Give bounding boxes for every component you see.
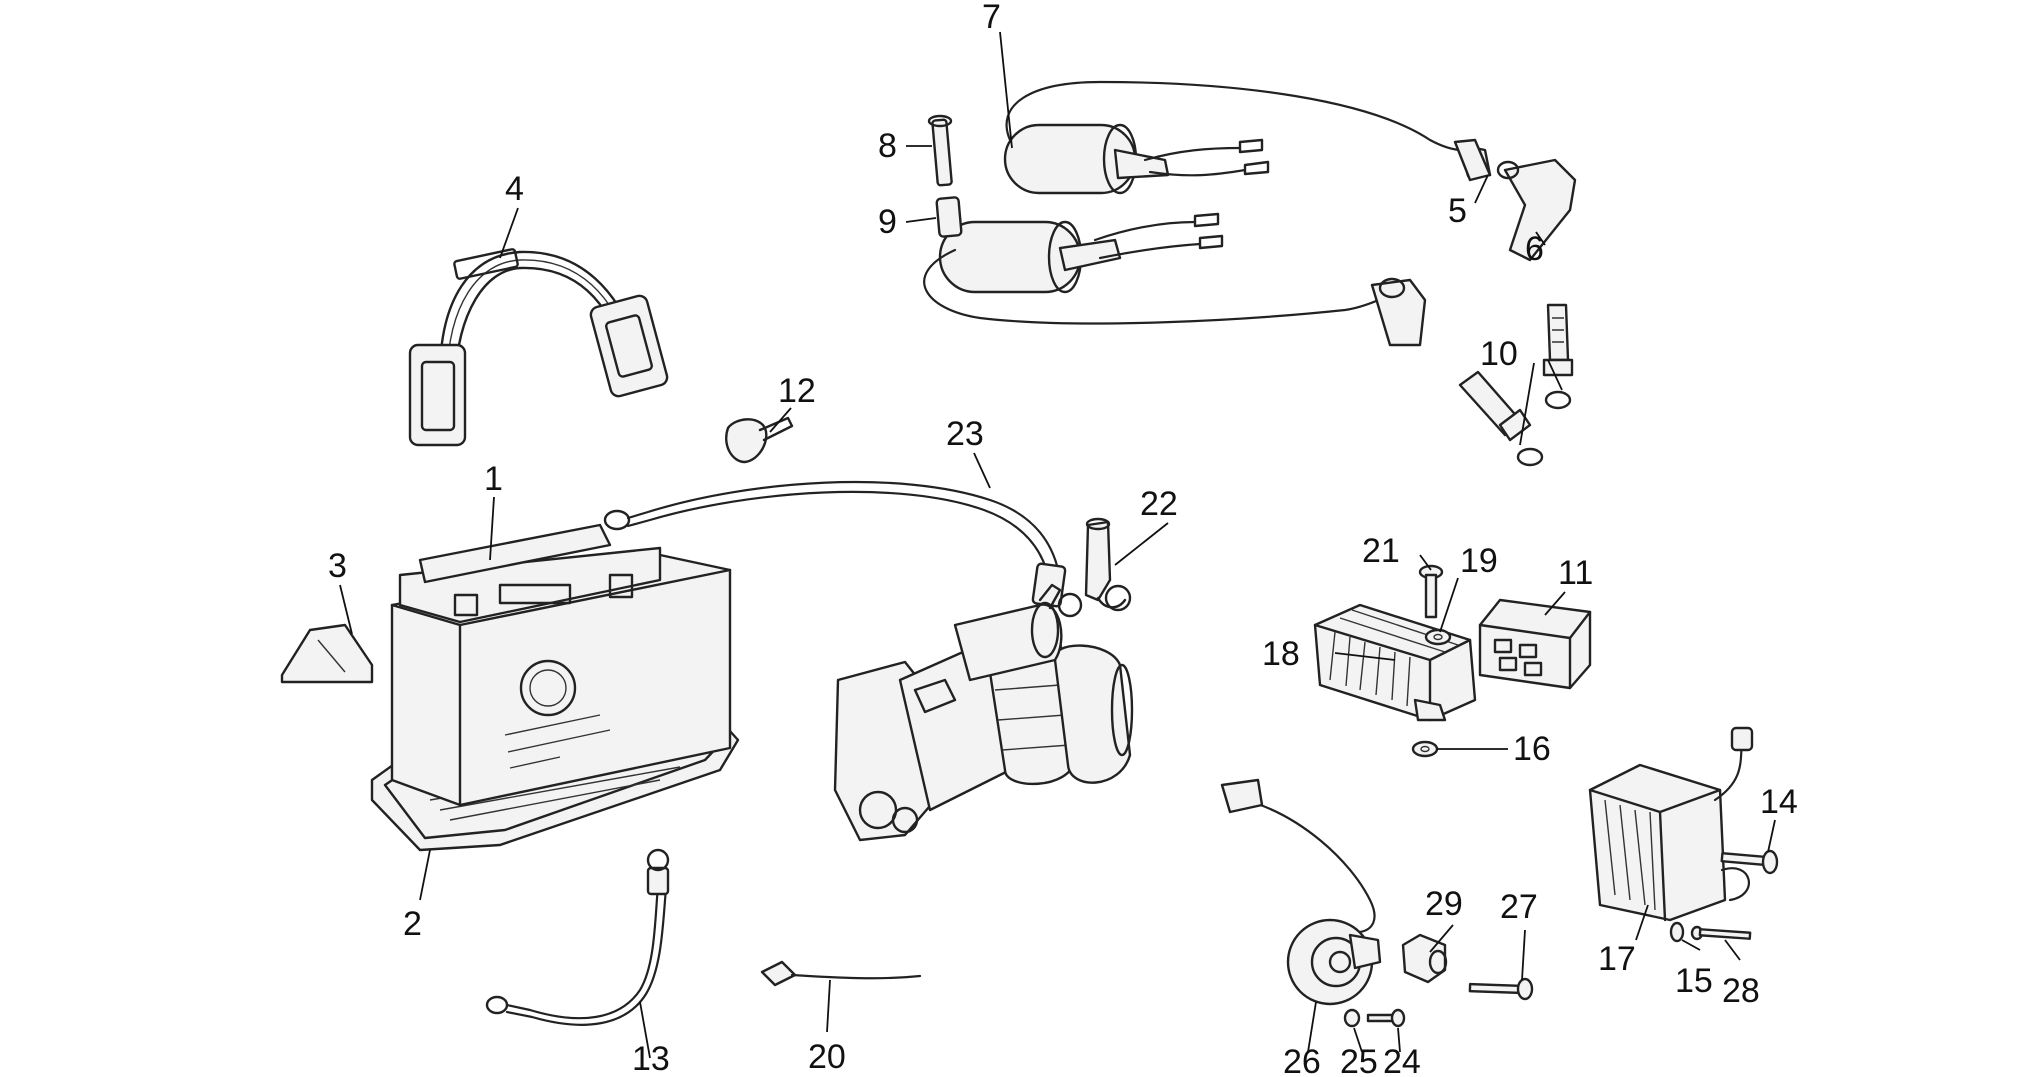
- spark-plug-caps: [1370, 138, 1577, 347]
- pickup-sensor: [1220, 778, 1382, 1006]
- callout-3: 3: [328, 547, 347, 585]
- mounting-pin: [927, 114, 953, 187]
- callout-17: 17: [1598, 940, 1636, 978]
- ground-cable: [485, 848, 670, 1026]
- regulator-screw: [1418, 564, 1444, 619]
- cable-clip: [725, 416, 794, 464]
- battery: [390, 523, 732, 807]
- leader-lines: [339, 31, 1776, 1059]
- callout-15: 15: [1675, 962, 1713, 1000]
- bolt-14: [1720, 849, 1779, 875]
- voltage-regulator: [1313, 603, 1477, 722]
- alternator-unit: [1588, 726, 1754, 922]
- callout-13: 13: [632, 1040, 670, 1077]
- callout-numbers: 7 8 9 4 5 6 10 12 23 22 1 3 21 19 11 18 …: [328, 0, 1798, 1077]
- callout-4: 4: [505, 170, 524, 208]
- callout-23: 23: [946, 415, 984, 453]
- callout-27: 27: [1500, 888, 1538, 926]
- cable-boot: [1084, 517, 1132, 612]
- callout-25: 25: [1340, 1043, 1378, 1077]
- callout-20: 20: [808, 1038, 846, 1076]
- screw-27: [1468, 977, 1534, 1001]
- callout-5: 5: [1448, 192, 1467, 230]
- callout-9: 9: [878, 203, 897, 241]
- callout-8: 8: [878, 127, 897, 165]
- cable-tie: [760, 960, 922, 987]
- screw-28: [1690, 925, 1752, 941]
- callout-2: 2: [403, 905, 422, 943]
- terminal-cover: [280, 623, 374, 684]
- callout-14: 14: [1760, 783, 1798, 821]
- callout-12: 12: [778, 372, 816, 410]
- callout-18: 18: [1262, 635, 1300, 673]
- spacer-bush: [935, 196, 963, 238]
- washer-15: [1669, 921, 1685, 943]
- regulator-washer-upper: [1424, 628, 1452, 646]
- callout-28: 28: [1722, 972, 1760, 1010]
- washer-25: [1343, 1008, 1361, 1028]
- callout-10: 10: [1480, 335, 1518, 373]
- connector-block: [1478, 598, 1592, 690]
- callout-26: 26: [1283, 1043, 1321, 1077]
- callout-11: 11: [1558, 554, 1593, 592]
- callout-1: 1: [484, 460, 503, 498]
- battery-strap: [408, 248, 669, 447]
- callout-21: 21: [1362, 532, 1400, 570]
- callout-6: 6: [1525, 230, 1544, 268]
- callout-24: 24: [1383, 1043, 1421, 1077]
- ignition-coils: [923, 80, 1492, 325]
- callout-22: 22: [1140, 485, 1178, 523]
- regulator-washer-lower: [1411, 740, 1439, 758]
- callout-16: 16: [1513, 730, 1551, 768]
- starter-motor: [833, 583, 1134, 842]
- screw-24: [1366, 1008, 1406, 1028]
- callout-7: 7: [982, 0, 1001, 36]
- callout-29: 29: [1425, 885, 1463, 923]
- callout-19: 19: [1460, 542, 1498, 580]
- spark-plugs: [1458, 303, 1574, 467]
